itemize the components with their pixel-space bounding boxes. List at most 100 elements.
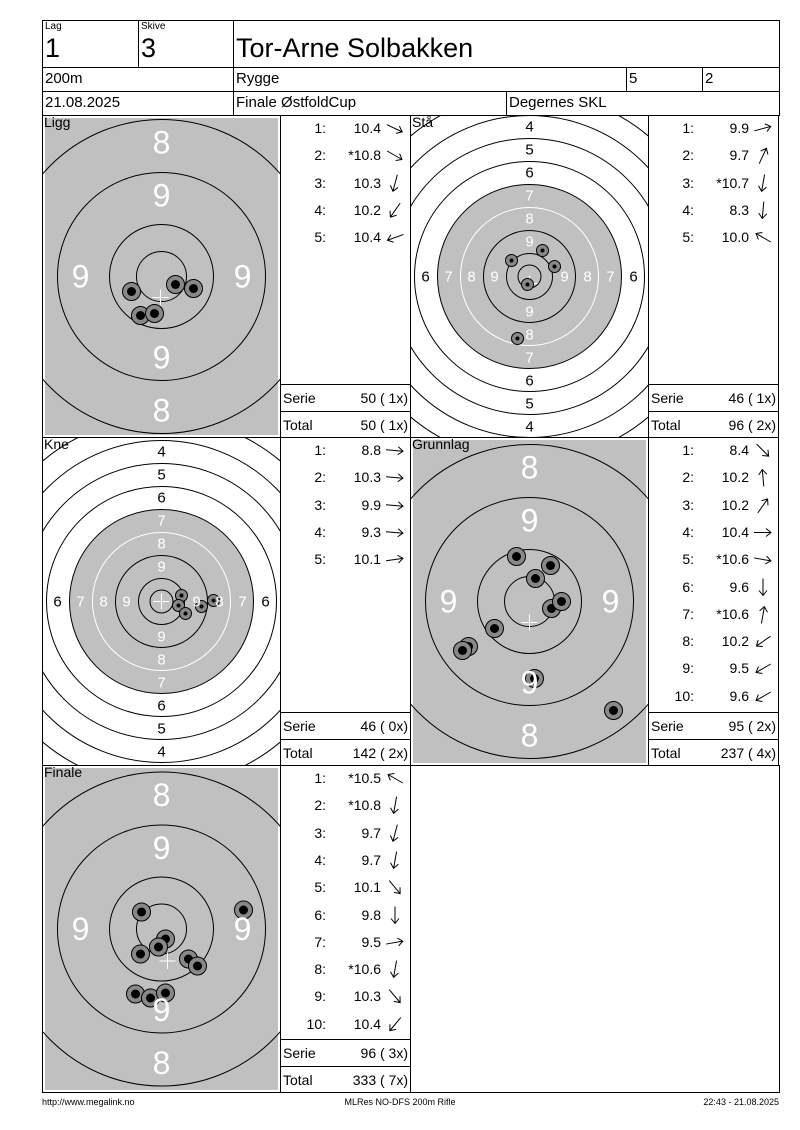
direction-arrow-icon <box>755 663 772 675</box>
shot-number: 3: <box>682 496 694 513</box>
ring-label: 9 <box>153 340 171 376</box>
shot-value: 9.9 <box>361 496 381 513</box>
shot-number: 5: <box>682 551 694 568</box>
shot-value: 9.5 <box>361 933 381 950</box>
ring-label: 9 <box>192 594 200 611</box>
shot-row: 2:*10.8 <box>281 792 411 819</box>
shot-number: 5: <box>682 229 694 246</box>
ring-label: 8 <box>153 1045 171 1081</box>
total-value: 96 ( 2x) <box>728 417 776 433</box>
ring <box>425 497 634 706</box>
ring-label: 7 <box>525 350 533 367</box>
shot-number: 8: <box>314 961 326 978</box>
ring-label: 9 <box>157 559 165 576</box>
total-label: Total <box>283 1072 313 1088</box>
shot-row: 6:9.6 <box>649 574 779 601</box>
shot-number: 10: <box>306 1015 326 1032</box>
lag-cell: Lag 1 <box>42 20 139 68</box>
shot-number: 2: <box>682 469 694 486</box>
shot-row: 2: 10.2 <box>649 464 779 491</box>
ring-label: 8 <box>157 652 165 669</box>
target-title: Finale <box>44 765 83 780</box>
total-value: 142 ( 2x) <box>352 745 408 761</box>
shot-number: 2: <box>314 469 326 486</box>
shot-number: 4: <box>682 201 694 218</box>
ring-label: 6 <box>629 269 637 286</box>
ring <box>136 251 187 302</box>
shot-value: 9.3 <box>361 523 381 540</box>
direction-arrow-icon <box>386 234 404 243</box>
shot-value: 9.5 <box>729 660 749 677</box>
shot-value: *10.7 <box>716 174 749 191</box>
ring-label: 7 <box>76 594 84 611</box>
shot-row: 3:10.2 <box>649 492 779 519</box>
shot-hole <box>171 280 180 289</box>
direction-arrow-icon <box>754 555 772 565</box>
serie-label: Serie <box>283 1045 316 1061</box>
shot-row: 9:9.5 <box>649 655 779 682</box>
direction-arrow-icon <box>758 578 768 596</box>
footer-url[interactable]: http://www.megalink.no <box>42 1097 135 1107</box>
header-field-2: 2 <box>702 67 780 92</box>
target-title: Kne <box>44 437 69 452</box>
target-title: Stå <box>412 115 434 130</box>
serie-value: 95 ( 2x) <box>728 718 776 734</box>
direction-arrow-icon <box>386 937 404 947</box>
total-label: Total <box>651 417 681 433</box>
shot-value: 10.2 <box>721 469 749 486</box>
shot-hole <box>136 311 145 320</box>
shot-number: 1: <box>682 120 694 136</box>
ring-label: 8 <box>215 594 223 611</box>
ring-label: 8 <box>521 450 539 486</box>
shot-row: 1:9.9 <box>649 115 779 142</box>
shot-number: 4: <box>314 851 326 868</box>
serie-label: Serie <box>651 718 684 734</box>
ring-label: 4 <box>157 744 165 761</box>
ring-label: 4 <box>157 444 165 461</box>
direction-arrow-icon <box>386 150 403 162</box>
ring <box>57 172 266 381</box>
ring-label: 9 <box>72 911 90 947</box>
shot-value: 9.6 <box>729 687 749 704</box>
ring-label: 8 <box>467 269 475 286</box>
direction-arrow-icon <box>758 201 768 220</box>
shot-hole <box>183 611 188 616</box>
shot-row: 4:8.3 <box>649 197 779 224</box>
total-value: 50 ( 1x) <box>360 417 408 433</box>
shot-hole <box>525 282 530 287</box>
shot-hole <box>136 949 145 959</box>
footer-software: MLRes NO-DFS 200m Rifle <box>344 1097 456 1107</box>
ring <box>411 444 648 759</box>
direction-arrow-icon <box>385 473 404 483</box>
shot-hole <box>146 993 155 1003</box>
direction-arrow-icon <box>389 824 399 842</box>
shot-row: 8:*10.6 <box>281 956 411 983</box>
direction-arrow-icon <box>758 174 767 192</box>
group-center-crosshair <box>521 614 538 631</box>
shot-value: 8.4 <box>729 442 749 458</box>
ring-label: 7 <box>157 675 165 692</box>
lag-label: Lag <box>45 21 62 32</box>
direction-arrow-icon <box>390 906 400 924</box>
serie-value: 46 ( 1x) <box>728 390 776 406</box>
shot-number: 5: <box>314 879 326 896</box>
shot-number: 6: <box>682 578 694 595</box>
direction-arrow-icon <box>758 469 768 487</box>
shot-value: 10.4 <box>353 120 381 136</box>
footer-timestamp: 22:43 - 21.08.2025 <box>703 1097 779 1107</box>
shot-hole <box>179 593 184 598</box>
group-center-crosshair <box>153 593 170 610</box>
distance: 200m <box>42 67 234 92</box>
ring <box>109 876 214 982</box>
